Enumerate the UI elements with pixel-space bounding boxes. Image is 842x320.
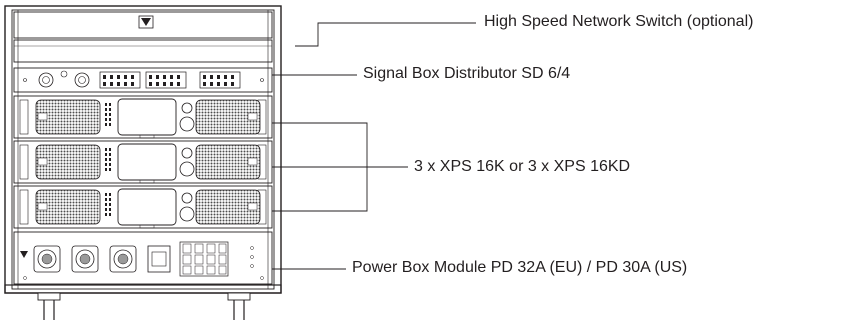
amp-vent-left [35,189,101,225]
label-signal-distributor: Signal Box Distributor SD 6/4 [363,65,571,82]
amp-vent-right [195,144,261,180]
amp-vent-right [195,189,261,225]
power-inlet-icon [147,245,171,273]
connector-icon [38,72,54,88]
label-network-switch: High Speed Network Switch (optional) [484,13,754,30]
power-connector-icon [109,245,137,273]
logo-icon [20,251,28,258]
amplifier-unit-2 [13,140,273,184]
leader-lines [272,22,476,270]
power-connector-icon [71,245,99,273]
rack-cabinet [4,5,282,294]
amp-display [117,143,177,181]
amp-display [117,188,177,226]
leader-network-switch [295,22,476,47]
network-switch-unit [13,39,273,63]
amp-vent-left [35,144,101,180]
rack-base [4,284,282,294]
caster-left [37,292,61,320]
logo-badge [138,15,154,29]
amp-knob-icon [179,206,195,222]
amp-knob-icon [181,102,193,114]
indicator-led [250,255,254,259]
amp-knob-icon [181,192,193,204]
amplifier-unit-1 [13,95,273,139]
label-power-box: Power Box Module PD 32A (EU) / PD 30A (U… [352,259,688,276]
indicator-led [250,264,254,268]
amp-knob-icon [179,161,195,177]
logo-icon [141,18,151,26]
amplifier-unit-3 [13,185,273,229]
indicator-led [250,246,254,250]
connector-icon [74,72,90,88]
power-connector-icon [33,245,61,273]
label-amplifiers: 3 x XPS 16K or 3 x XPS 16KD [414,158,631,175]
amp-knob-icon [179,116,195,132]
amp-vent-right [195,99,261,135]
amp-display [117,98,177,136]
connector-icon [60,70,68,78]
caster-right [227,292,251,320]
rack-top-cap [13,11,273,39]
amp-vent-left [35,99,101,135]
breaker-bank [179,241,229,277]
rack-inner-frame [11,9,275,290]
signal-box-distributor-unit [13,67,273,93]
power-box-unit [13,231,273,285]
amp-knob-icon [181,147,193,159]
